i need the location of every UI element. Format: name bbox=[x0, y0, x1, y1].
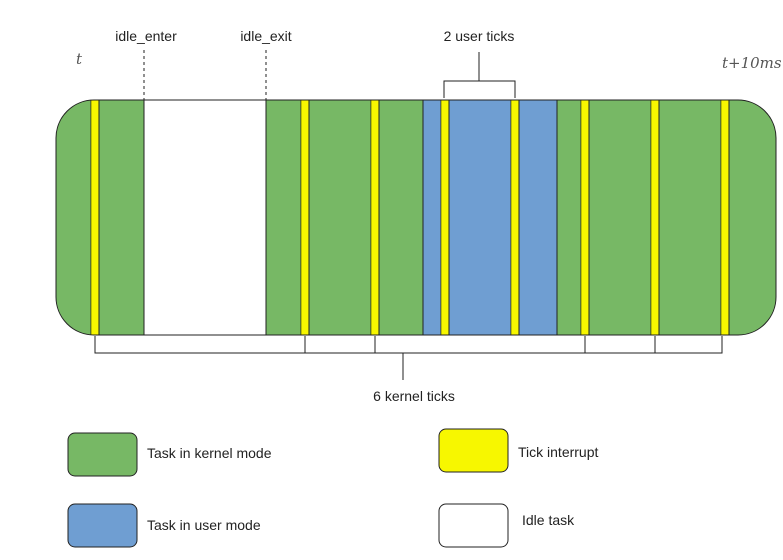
tick-interrupt-1 bbox=[90, 100, 100, 335]
legend-idle-swatch bbox=[438, 503, 509, 548]
tick-interrupt-2 bbox=[300, 100, 310, 335]
tick-interrupt-5 bbox=[510, 100, 520, 335]
idle-enter-label: idle_enter bbox=[115, 28, 177, 44]
legend-kernel-swatch bbox=[67, 432, 138, 477]
user-ticks-bracket bbox=[443, 52, 516, 98]
segment-idle bbox=[143, 100, 267, 335]
tick-interrupt-7 bbox=[650, 100, 660, 335]
segment-kernel-9 bbox=[728, 100, 776, 335]
segment-kernel-5 bbox=[378, 100, 424, 335]
segment-kernel-3 bbox=[265, 100, 302, 335]
legend-user-swatch bbox=[67, 503, 138, 548]
timeline-bar bbox=[56, 100, 776, 335]
idle-exit-label: idle_exit bbox=[240, 28, 291, 44]
segment-kernel-1 bbox=[56, 100, 92, 335]
tick-interrupt-8 bbox=[720, 100, 730, 335]
segment-kernel-8 bbox=[658, 100, 722, 335]
segment-kernel-4 bbox=[308, 100, 372, 335]
tick-interrupt-4 bbox=[440, 100, 450, 335]
segment-user-2 bbox=[448, 100, 512, 335]
legend-tick-swatch bbox=[438, 428, 509, 473]
tick-interrupt-6 bbox=[580, 100, 590, 335]
tick-interrupt-3 bbox=[370, 100, 380, 335]
user-ticks-label: 2 user ticks bbox=[444, 28, 515, 44]
legend: Task in kernel mode Task in user mode Ti… bbox=[67, 428, 599, 548]
segment-user-3 bbox=[518, 100, 558, 335]
legend-user-label: Task in user mode bbox=[147, 517, 261, 533]
kernel-ticks-bracket bbox=[94, 336, 723, 380]
start-time-label: t bbox=[76, 50, 83, 68]
kernel-ticks-label: 6 kernel ticks bbox=[373, 388, 455, 404]
timeline-outline bbox=[55, 99, 777, 336]
segment-kernel-6 bbox=[556, 100, 582, 335]
end-time-label: t+10ms bbox=[722, 54, 782, 72]
segment-user-1 bbox=[422, 100, 442, 335]
legend-kernel-label: Task in kernel mode bbox=[147, 445, 272, 461]
segment-kernel-2 bbox=[98, 100, 145, 335]
legend-idle-label: Idle task bbox=[522, 512, 575, 528]
segment-kernel-7 bbox=[588, 100, 652, 335]
legend-tick-label: Tick interrupt bbox=[518, 444, 599, 460]
